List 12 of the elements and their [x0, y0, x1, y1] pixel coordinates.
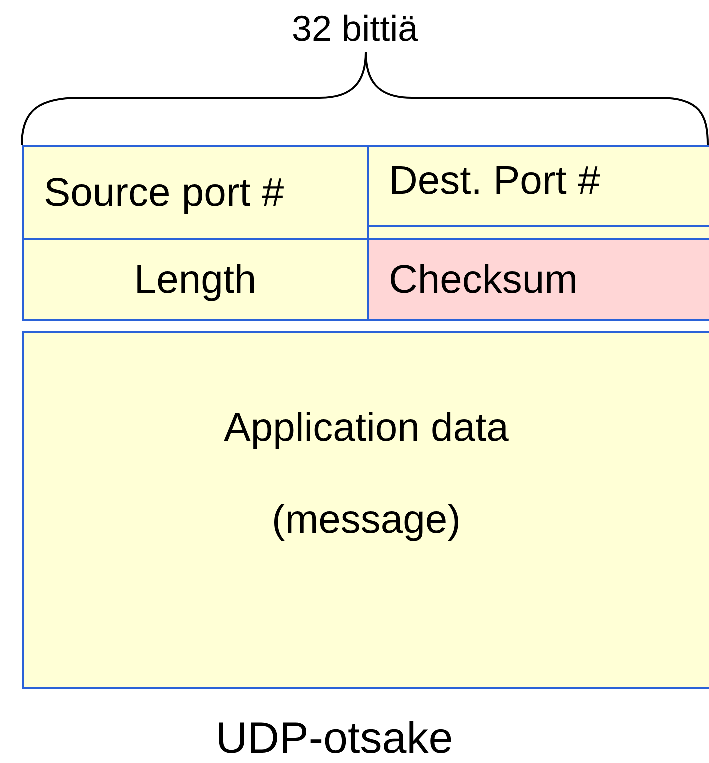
field-name: Application data (message)	[223, 405, 510, 544]
field-cell	[367, 238, 709, 321]
field-cell	[22, 238, 369, 321]
field-name: Checksum	[389, 256, 578, 302]
field-cell	[22, 145, 369, 240]
dimension-label: 32 bittiä	[292, 8, 418, 50]
field-cell	[367, 145, 709, 240]
field-cell	[22, 331, 709, 689]
caption: UDP-otsake	[216, 714, 454, 763]
field-name: Length	[134, 256, 257, 302]
field-name: Dest. Port #	[389, 158, 600, 204]
field-name: Source port #	[44, 170, 284, 216]
